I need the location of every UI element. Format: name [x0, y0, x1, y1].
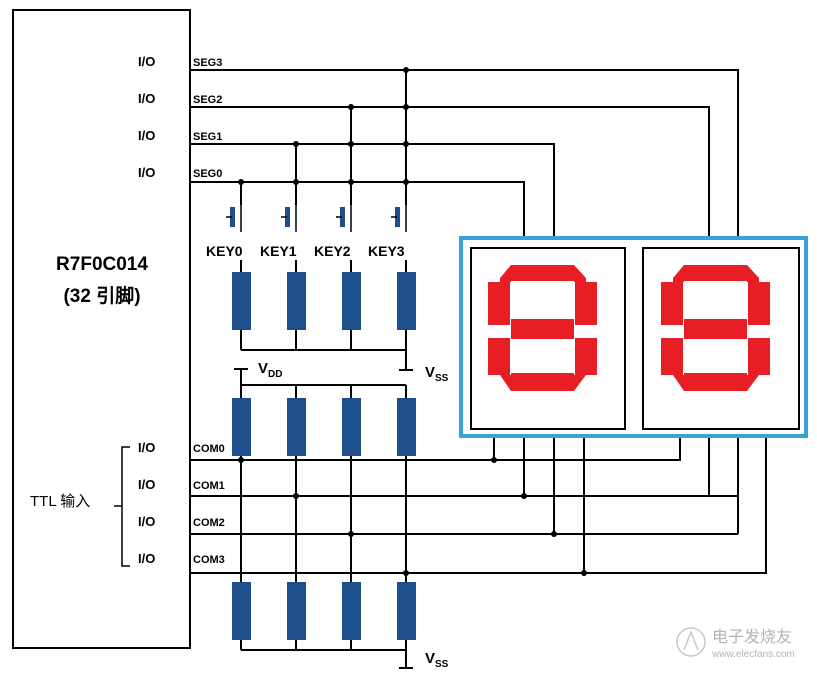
key0-switch	[226, 205, 242, 232]
seg2-line	[190, 106, 710, 238]
lower-bus	[241, 649, 413, 669]
key3-switch	[391, 205, 407, 232]
resistor-upper-2	[342, 272, 361, 330]
vss-lower: VSS	[425, 650, 449, 670]
resistor-mid-1	[287, 398, 306, 456]
io-com1: I/O	[138, 477, 155, 492]
io-seg2: I/O	[138, 91, 155, 106]
resistor-upper-1	[287, 272, 306, 330]
io-com0: I/O	[138, 440, 155, 455]
resistor-low-2	[342, 582, 361, 640]
key1-label: KEY1	[260, 243, 297, 259]
com2-label: COM2	[193, 517, 225, 529]
com0-line	[190, 436, 681, 461]
key3-label: KEY3	[368, 243, 405, 259]
com3-line	[190, 436, 767, 574]
key2-label: KEY2	[314, 243, 351, 259]
digit-right-segments	[661, 265, 770, 391]
watermark-cn: 电子发烧友	[712, 628, 792, 646]
seg1-label: SEG1	[193, 131, 222, 143]
ttl-bracket	[114, 446, 130, 567]
resistor-low-3	[397, 582, 416, 640]
io-com2: I/O	[138, 514, 155, 529]
vdd-label: VDD	[258, 360, 282, 380]
seg3-line	[190, 69, 739, 238]
resistor-low-0	[232, 582, 251, 640]
io-seg1: I/O	[138, 128, 155, 143]
vss-upper: VSS	[425, 364, 449, 384]
seg0-line	[190, 181, 525, 238]
chip-name: R7F0C014	[56, 254, 148, 275]
com3-label: COM3	[193, 554, 225, 566]
watermark-url: www.elecfans.com	[711, 649, 795, 660]
key2-switch	[336, 205, 352, 232]
resistor-upper-0	[232, 272, 251, 330]
seg0-label: SEG0	[193, 168, 222, 180]
chip-body	[12, 9, 191, 649]
com1-label: COM1	[193, 480, 225, 492]
vdd-bus	[241, 384, 407, 398]
resistor-mid-3	[397, 398, 416, 456]
resistor-upper-3	[397, 272, 416, 330]
io-seg3: I/O	[138, 54, 155, 69]
io-com3: I/O	[138, 551, 155, 566]
seg3-label: SEG3	[193, 57, 222, 69]
seg1-line	[190, 143, 555, 238]
key1-switch	[281, 205, 297, 232]
resistor-mid-0	[232, 398, 251, 456]
io-seg0: I/O	[138, 165, 155, 180]
digit-left-segments	[488, 265, 597, 391]
seg2-label: SEG2	[193, 94, 222, 106]
resistor-mid-2	[342, 398, 361, 456]
com0-label: COM0	[193, 443, 225, 455]
key0-label: KEY0	[206, 243, 243, 259]
watermark-logo	[676, 627, 706, 657]
resistor-low-1	[287, 582, 306, 640]
ttl-label: TTL 输入	[30, 493, 90, 510]
chip-pins: (32 引脚)	[63, 285, 140, 307]
